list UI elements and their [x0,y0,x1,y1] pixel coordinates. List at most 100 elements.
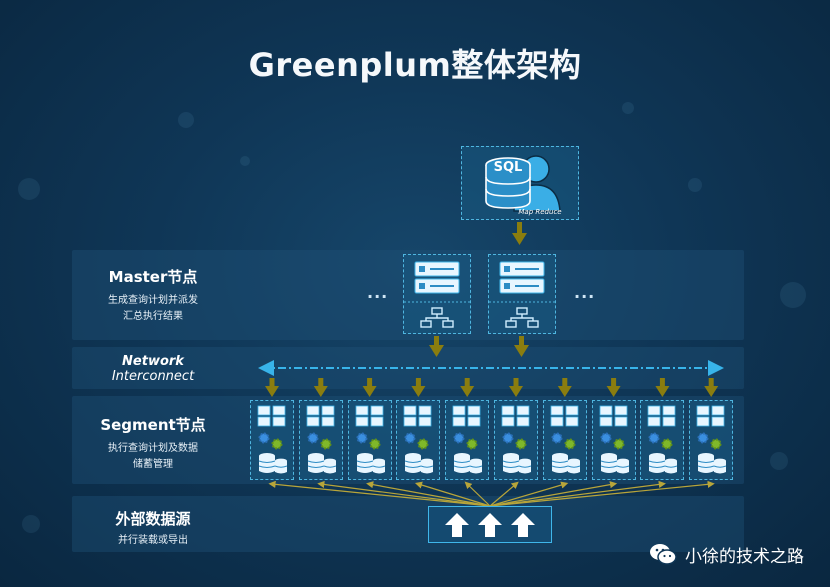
network-tree-icon [505,307,539,328]
segment-node-10 [689,400,734,480]
segment-arrow-2 [313,378,328,397]
server-stack-icon [647,405,676,427]
gear-icon [551,432,576,450]
segment-node-8 [591,400,636,480]
master-desc-line1: 生成查询计划并派发 [108,295,198,306]
network-line2: Interconnect [111,369,195,384]
wechat-icon [650,544,677,565]
segment-node-3 [347,400,392,480]
segment-arrow-10 [704,378,719,397]
master-to-network-arrow-2 [514,336,529,357]
segment-arrow-4 [411,378,426,397]
segment-desc-line1: 执行查询计划及数据 [108,443,198,454]
database-icon [551,453,580,474]
watermark: 小徐的技术之路 [649,536,804,572]
segment-arrow-5 [460,378,475,397]
segment-node-5 [445,400,490,480]
segment-arrow-6 [509,378,523,397]
external-label: 外部数据源 并行装载或导出 [78,508,228,549]
master-ellipsis-left: ... [367,283,389,302]
master-title: Master节点 [108,268,198,286]
network-line1: Network [122,354,184,369]
gear-icon [404,432,429,450]
master-node-2 [488,254,556,334]
segment-arrow-8 [606,378,621,397]
gear-icon [258,432,283,450]
fan-line-6 [489,481,519,507]
gear-icon [648,432,673,450]
bokeh-dot [780,282,806,308]
server-stack-icon [599,405,627,427]
client-to-master-arrow [512,222,527,245]
segment-desc-line2: 储蓄管理 [133,459,173,470]
gear-icon [307,432,332,450]
server-stack-icon [404,261,470,328]
external-to-segment-fan-lines [268,480,715,507]
sql-label: SQL [494,160,523,175]
bokeh-dot [770,452,788,470]
external-desc-line1: 并行装载或导出 [118,535,188,546]
fan-line-2 [317,480,491,507]
segment-title: Segment节点 [100,416,206,434]
segment-node-9 [640,400,685,480]
fan-line-9 [489,480,666,507]
bokeh-dot [622,102,634,114]
segment-arrow-1 [265,378,279,397]
client-sql-box: SQL Map Reduce [461,146,579,220]
page-title: Greenplum整体架构 [248,46,582,84]
segment-label: Segment节点 执行查询计划及数据 储蓄管理 [78,414,228,473]
segment-node-6 [494,400,538,480]
external-band [72,496,744,552]
server-stack-icon [501,405,530,427]
gear-icon [697,432,722,450]
server-stack-icon [550,405,579,427]
database-icon [307,453,336,474]
gear-icon [453,432,478,450]
fan-line-8 [489,481,618,507]
gear-icon [356,432,381,450]
fan-line-1 [268,480,491,507]
bokeh-dot [18,178,40,200]
network-to-segment-arrows [265,378,719,397]
server-stack-icon [257,405,286,427]
network-tree-icon [420,307,454,328]
bokeh-dot [178,112,194,128]
fan-line-4 [414,481,491,507]
server-stack-icon [696,405,725,427]
fan-line-10 [489,480,715,507]
master-to-network-arrow-1 [429,336,444,357]
sql-database-user-icon: SQL Map Reduce [485,155,562,216]
upload-arrow-icon [445,513,535,537]
external-upload-box [428,506,552,543]
master-ellipsis-right: ... [574,283,596,302]
segment-arrow-7 [557,378,572,397]
database-icon [502,453,532,474]
mapreduce-label: Map Reduce [518,208,561,216]
database-icon [649,453,678,474]
gear-icon [502,432,527,450]
database-icon [356,453,385,474]
external-title: 外部数据源 [115,510,191,528]
database-icon [454,453,483,474]
bokeh-dot [22,515,40,533]
server-stack-icon [306,405,335,427]
gear-icon [600,432,625,450]
segment-arrow-3 [362,378,377,397]
segment-node-7 [542,400,587,480]
master-label: Master节点 生成查询计划并派发 汇总执行结果 [78,266,228,325]
bokeh-dot [240,156,250,166]
bokeh-dot [688,178,702,192]
segment-arrow-9 [655,378,670,397]
segment-node-2 [298,400,343,480]
segment-node-1 [250,400,294,480]
server-stack-icon [355,405,383,427]
fan-line-7 [489,481,569,507]
server-stack-icon [489,261,555,328]
segment-node-4 [396,400,441,480]
server-stack-icon [452,405,481,427]
master-node-1 [403,254,471,334]
fan-line-3 [366,481,491,507]
fan-line-5 [464,481,491,507]
database-icon [698,453,727,474]
